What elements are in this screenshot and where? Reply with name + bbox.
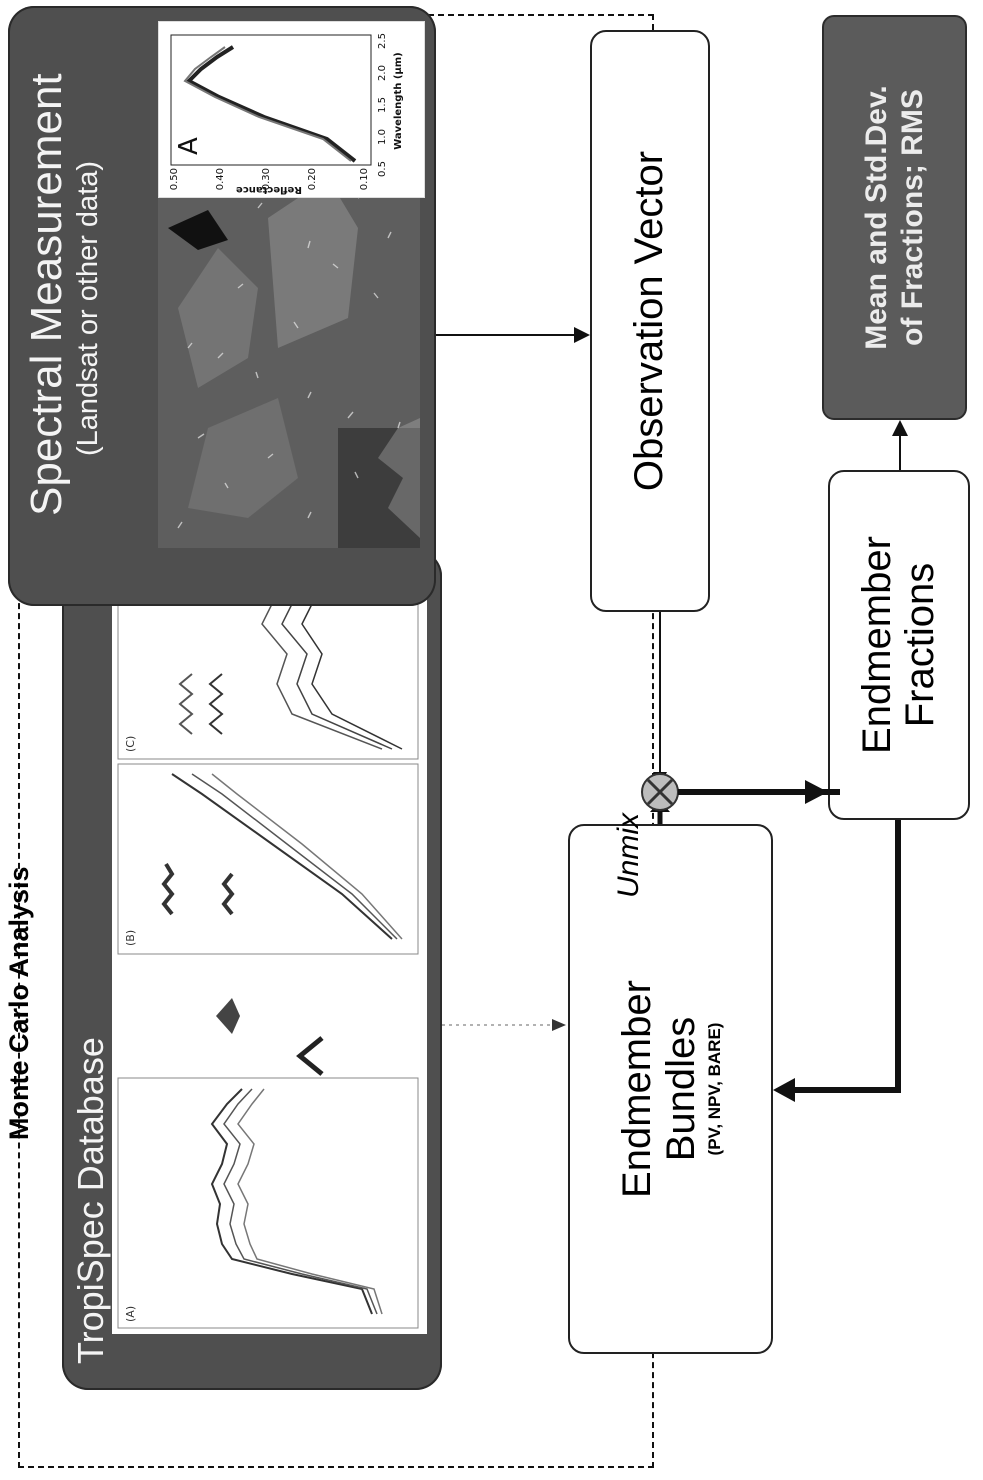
panel-letter: A [174,137,204,155]
x-tick-label: 2.0 [377,65,388,81]
plot-c-label: (C) [124,736,137,752]
plot-a-label: (A) [124,1306,137,1322]
x-axis-label: Wavelength (µm) [393,52,404,150]
reflectance-plot-card: A 0.5 1.0 1.5 2.0 2.5 Wavelength (µm) 0.… [158,21,425,198]
spectral-to-observation-arrowhead [574,327,590,343]
tropispec-spectra-graphic: (A) (B) [117,598,419,1329]
unmix-to-fractions-arrowhead [805,780,828,804]
y-tick-label: 0.30 [261,168,272,190]
y-tick-label: 0.40 [215,168,226,190]
tropispec-image: (A) (B) [112,594,427,1334]
x-tick-label: 0.5 [377,161,388,177]
fractions-to-bundles-connector [790,820,901,1093]
tropispec-panel: TropiSpec Database (A) (B) [62,550,442,1390]
unmix-node [641,773,679,811]
plot-a: (A) [117,998,419,1329]
y-tick-label: 0.10 [359,168,370,190]
plot-b: (B) [117,763,419,955]
y-tick-label: 0.20 [307,168,318,190]
x-tick-label: 2.5 [377,33,388,49]
satellite-image [158,168,420,548]
database-to-bundles-arrowhead [552,1019,566,1031]
y-axis-label: Reflectance [236,184,302,195]
fractions-to-result-arrowhead [892,420,908,436]
plot-b-label: (B) [124,930,137,946]
y-tick-label: 0.50 [169,168,180,190]
x-tick-label: 1.5 [377,97,388,113]
reflectance-plot: A 0.5 1.0 1.5 2.0 2.5 Wavelength (µm) 0.… [169,33,404,195]
spectral-measurement-panel: Spectral Measurement (Landsat or other d… [8,6,436,606]
satellite-texture [158,168,420,548]
x-tick-label: 1.0 [377,129,388,145]
fractions-to-bundles-arrowhead [773,1078,795,1102]
